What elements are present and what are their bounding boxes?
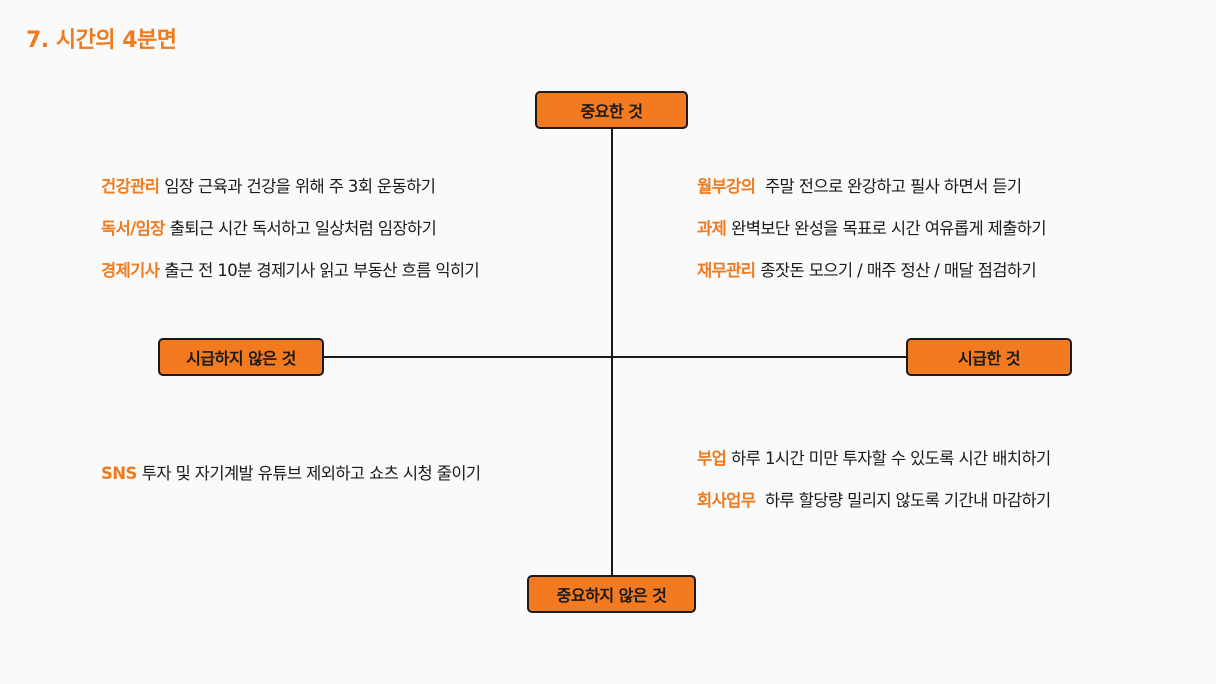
item-key: 월부강의 xyxy=(697,177,756,196)
item-text: 완벽보단 완성을 목표로 시간 여유롭게 제출하기 xyxy=(731,219,1046,238)
item-key: 재무관리 xyxy=(697,261,756,280)
vertical-axis-line xyxy=(611,128,613,578)
item-text: 임장 근육과 건강을 위해 주 3회 운동하기 xyxy=(164,177,436,196)
item-text: 하루 할당량 밀리지 않도록 기간내 마감하기 xyxy=(760,491,1051,510)
item-text: 출근 전 10분 경제기사 읽고 부동산 흐름 익히기 xyxy=(164,261,480,280)
item-key: 건강관리 xyxy=(101,177,160,196)
list-item: 회사업무 하루 할당량 밀리지 않도록 기간내 마감하기 xyxy=(697,480,1051,522)
axis-label-urgent: 시급한 것 xyxy=(906,338,1072,376)
list-item: 월부강의 주말 전으로 완강하고 필사 하면서 듣기 xyxy=(697,166,1046,208)
item-key: 독서/임장 xyxy=(101,219,165,238)
item-key: SNS xyxy=(101,464,137,483)
item-key: 부업 xyxy=(697,449,727,468)
item-text: 투자 및 자기계발 유튜브 제외하고 쇼츠 시청 줄이기 xyxy=(141,464,481,483)
axis-label-not-important: 중요하지 않은 것 xyxy=(527,575,696,613)
horizontal-axis-line xyxy=(322,356,908,358)
axis-label-not-urgent: 시급하지 않은 것 xyxy=(158,338,324,376)
item-text: 주말 전으로 완강하고 필사 하면서 듣기 xyxy=(760,177,1022,196)
item-text: 하루 1시간 미만 투자할 수 있도록 시간 배치하기 xyxy=(731,449,1051,468)
page-title: 7. 시간의 4분면 xyxy=(26,28,177,53)
item-key: 회사업무 xyxy=(697,491,756,510)
item-key: 경제기사 xyxy=(101,261,160,280)
item-key: 과제 xyxy=(697,219,727,238)
item-text: 종잣돈 모으기 / 매주 정산 / 매달 점검하기 xyxy=(760,261,1037,280)
axis-label-important: 중요한 것 xyxy=(535,91,688,129)
item-text: 출퇴근 시간 독서하고 일상처럼 임장하기 xyxy=(169,219,437,238)
